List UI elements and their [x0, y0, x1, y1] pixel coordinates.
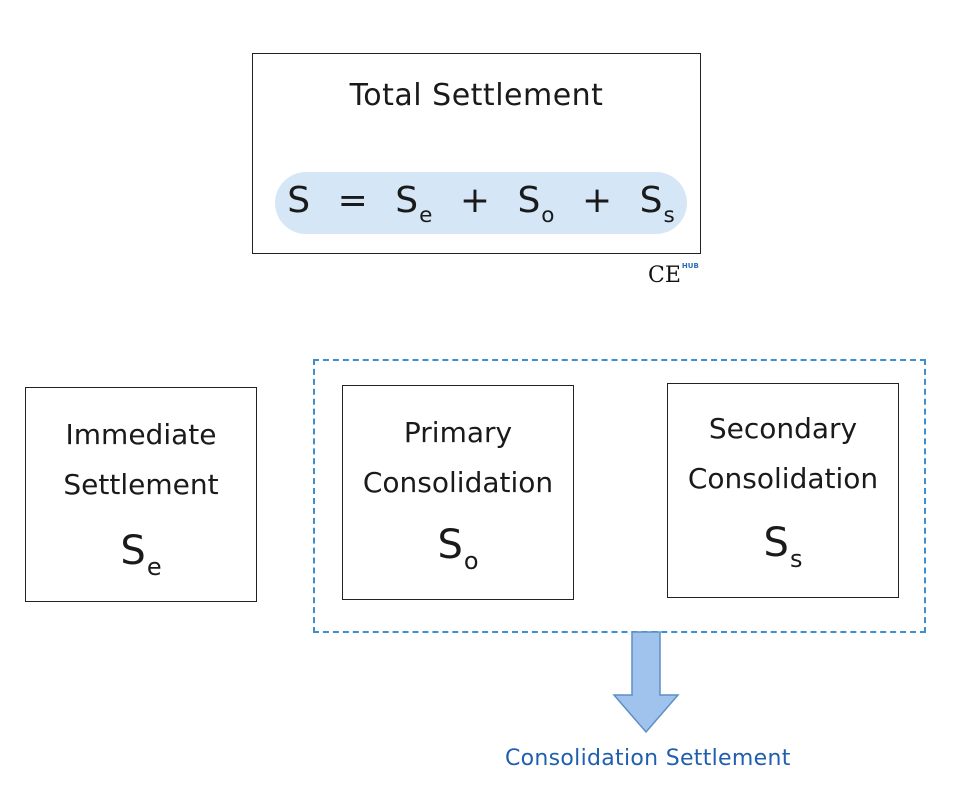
formula-plus: + — [581, 180, 613, 221]
formula-term-secondary: Ss — [639, 180, 675, 228]
primary-consolidation-label: Primary Consolidation — [362, 416, 554, 499]
down-arrow-icon — [612, 631, 680, 734]
primary-consolidation-symbol: So — [437, 522, 479, 575]
down-arrow-shape — [612, 631, 680, 734]
primary-consolidation-box: Primary Consolidation So — [342, 385, 574, 600]
formula-equals: = — [337, 180, 368, 221]
formula-lhs: S — [287, 180, 311, 221]
consolidation-settlement-caption: Consolidation Settlement — [505, 746, 791, 771]
formula-term-immediate: Se — [395, 180, 433, 228]
secondary-consolidation-box: Secondary Consolidation Ss — [667, 383, 899, 598]
immediate-settlement-label: Immediate Settlement — [63, 418, 219, 501]
formula-term-primary: So — [517, 180, 555, 228]
immediate-settlement-symbol: Se — [120, 528, 162, 581]
immediate-settlement-box: Immediate Settlement Se — [25, 387, 257, 602]
formula-highlight: S = Se + So + Ss — [275, 172, 687, 234]
secondary-consolidation-label: Secondary Consolidation — [687, 412, 879, 495]
cehub-logo: CEHUB — [648, 262, 699, 288]
secondary-consolidation-symbol: Ss — [763, 520, 803, 573]
formula-plus: + — [459, 180, 490, 221]
total-settlement-title: Total Settlement — [349, 78, 604, 113]
total-settlement-box: Total Settlement S = Se + So + Ss — [252, 53, 701, 254]
consolidation-group-outline — [313, 359, 926, 633]
settlement-formula: S = Se + So + Ss — [275, 180, 687, 228]
